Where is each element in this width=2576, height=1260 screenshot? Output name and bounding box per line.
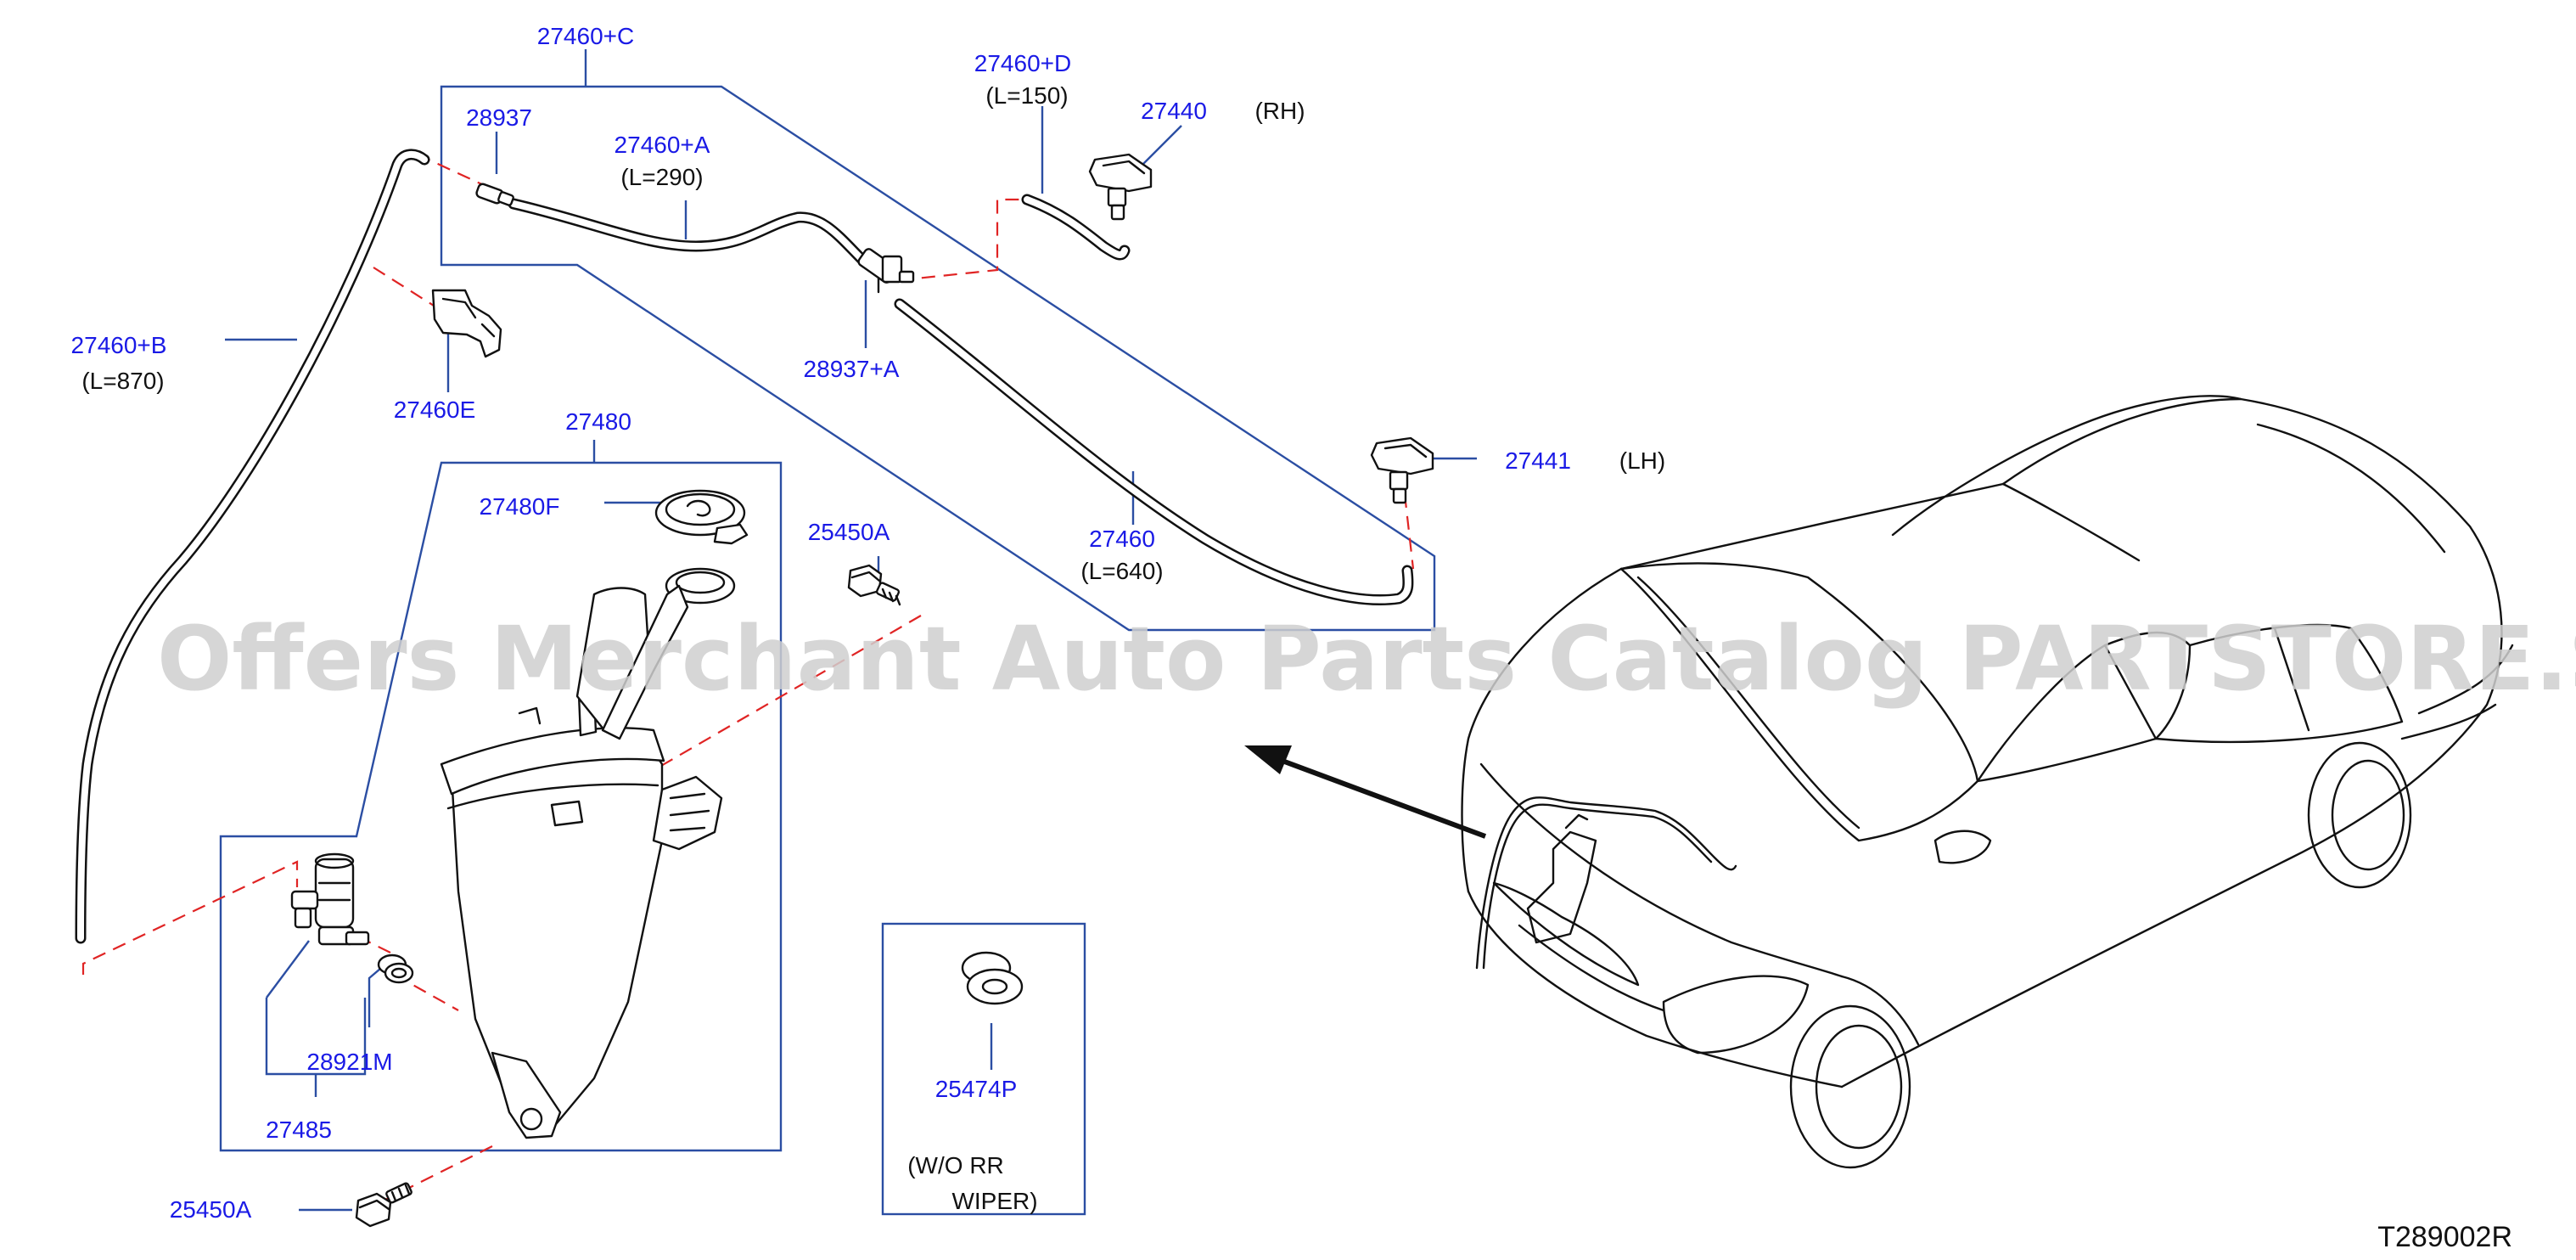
callout-27480[interactable]: 27480 <box>565 408 631 435</box>
hose-27460-a <box>508 198 867 265</box>
callout-27460c[interactable]: 27460+C <box>537 23 634 49</box>
hose-27460 <box>894 298 1414 605</box>
callout-27440-side: (RH) <box>1254 98 1305 124</box>
grommet-25474p <box>961 951 1024 1005</box>
callout-27460[interactable]: 27460 <box>1089 526 1155 552</box>
tank-cap-27480f <box>654 489 749 545</box>
bolt-25450a-top <box>847 564 901 606</box>
callout-27460a[interactable]: 27460+A <box>615 132 710 158</box>
callout-27441[interactable]: 27441 <box>1505 447 1571 474</box>
group-box-grommet-option <box>881 922 1086 1216</box>
callout-28921m[interactable]: 28921M <box>306 1049 392 1075</box>
washer-tank-27480 <box>440 567 736 1139</box>
callout-27460b[interactable]: 27460+B <box>71 332 167 358</box>
callout-27440[interactable]: 27440 <box>1141 98 1207 124</box>
callout-27460e[interactable]: 27460E <box>394 397 476 423</box>
callout-27460a-length: (L=290) <box>620 164 703 190</box>
callout-27460-length: (L=640) <box>1080 558 1163 584</box>
pump-grommet-28921m <box>377 953 414 984</box>
callout-27460d-length: (L=150) <box>985 82 1068 109</box>
check-valve-28937-a <box>857 248 915 294</box>
callout-25474p[interactable]: 25474P <box>935 1076 1018 1102</box>
callout-28937[interactable]: 28937 <box>466 104 532 131</box>
callout-25474p-condition-line1: (W/O RR <box>907 1152 1004 1178</box>
hose-27460-d <box>1021 194 1131 261</box>
callout-25474p-condition-line2: WIPER) <box>951 1188 1037 1214</box>
washer-pump-27485 <box>290 852 370 946</box>
location-arrow <box>1244 745 1487 839</box>
hose-clip-27460e <box>431 289 502 358</box>
callout-28937a[interactable]: 28937+A <box>804 356 900 382</box>
diagram-code: T289002R <box>2377 1221 2512 1253</box>
callout-27485[interactable]: 27485 <box>266 1117 332 1143</box>
bolt-25450a-bottom <box>355 1182 412 1228</box>
washer-nozzle-27440 <box>1088 153 1153 221</box>
vehicle-outline <box>1461 395 2514 1169</box>
group-box-tank-assembly <box>219 461 783 1152</box>
check-valve-28937 <box>475 183 514 206</box>
callout-27460b-length: (L=870) <box>81 368 164 394</box>
callout-27460d[interactable]: 27460+D <box>974 50 1071 76</box>
callout-25450a-bottom[interactable]: 25450A <box>170 1196 252 1223</box>
watermark-text: Offers Merchant Auto Parts Catalog PARTS… <box>157 607 2576 711</box>
hose-27460-b <box>75 149 430 944</box>
callout-25450a-top[interactable]: 25450A <box>808 519 890 545</box>
callout-labels: 27460+C 28937 27460+A (L=290) 27460+D (L… <box>71 23 2512 1253</box>
callout-27480f[interactable]: 27480F <box>480 493 560 520</box>
group-box-hoses <box>440 85 1436 632</box>
washer-nozzle-27441 <box>1370 436 1434 504</box>
callout-27441-side: (LH) <box>1619 447 1665 474</box>
